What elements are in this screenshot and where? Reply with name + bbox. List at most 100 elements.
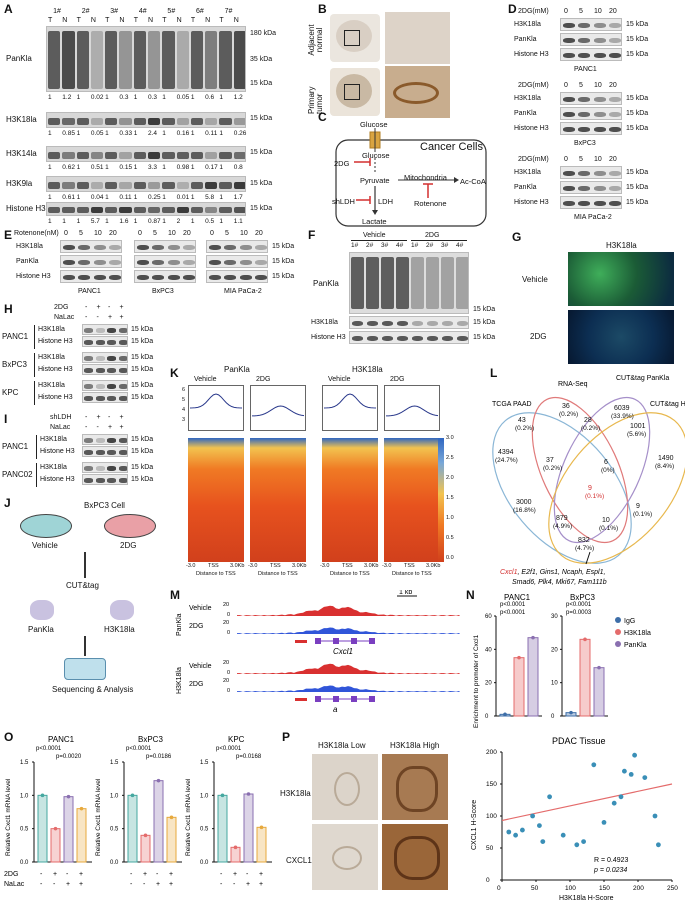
- f-blot-band: [411, 336, 424, 341]
- d-conc: 0: [564, 8, 568, 15]
- n-ytick: 20: [485, 681, 492, 687]
- l-count: 10: [602, 517, 610, 524]
- k-cbar-tick: 0.0: [446, 555, 454, 561]
- a-lane-t: T: [162, 17, 167, 24]
- f-band: [396, 257, 409, 309]
- d-cell-label: MIA PaCa-2: [574, 214, 612, 221]
- o-bar: [127, 794, 138, 863]
- i-row: H3K18la: [40, 436, 67, 443]
- d-conc: 5: [579, 82, 583, 89]
- e-blot-band: [208, 245, 221, 250]
- panel-label-o: O: [4, 730, 14, 744]
- m-exon: [315, 696, 321, 702]
- i-blot-band: [84, 450, 94, 455]
- f-blot: [349, 331, 469, 344]
- o-bar: [37, 794, 48, 863]
- l-pct: (4.7%): [575, 545, 594, 552]
- a-quant: 0.05: [90, 130, 104, 137]
- e-conc: 5: [79, 230, 83, 237]
- l-count: 832: [578, 537, 590, 544]
- a-quant: 1: [48, 194, 52, 201]
- a-band: [133, 181, 146, 189]
- a-band: [105, 31, 118, 89]
- l-set-tcga: [492, 412, 632, 564]
- j-vehicle-dish: [20, 514, 72, 538]
- i-blot-band: [107, 466, 117, 471]
- a-quant: 1: [76, 130, 81, 137]
- d-blot-band: [593, 112, 606, 117]
- o-point: [233, 845, 238, 850]
- m-gene-label: a: [333, 705, 338, 714]
- o-rowlabel: 2DG: [4, 871, 18, 878]
- a-quant: 1: [162, 164, 166, 171]
- b-tumor-overview: [330, 68, 380, 116]
- e-conc: 20: [183, 230, 191, 237]
- m-promoter: [295, 698, 307, 701]
- a-quant: 5.7: [90, 218, 100, 225]
- a-quant: 1: [105, 218, 109, 225]
- a-band: [205, 31, 218, 89]
- e-blot-band: [208, 275, 221, 280]
- e-blot-band: [152, 275, 165, 280]
- h-row: H3K18la: [38, 354, 65, 361]
- j-ab-h3k18la: H3K18la: [104, 625, 135, 634]
- n-ytick: 30: [551, 614, 558, 620]
- a-sample-label: 5#: [167, 8, 176, 15]
- e-blot-band: [167, 260, 180, 265]
- e-cell-label: MIA PaCa-2: [224, 288, 262, 295]
- f-row-panKla: PanKla: [313, 279, 339, 288]
- a-quant: 1: [190, 164, 195, 171]
- i-blot-band: [84, 478, 94, 483]
- d-blot-band: [593, 53, 606, 58]
- i-blot: [82, 474, 128, 485]
- e-blot-band: [62, 260, 75, 265]
- d-mw: 15 kDa: [626, 199, 649, 206]
- panel-label-f: F: [308, 228, 316, 242]
- k-cbar-tick: 1.5: [446, 495, 454, 501]
- d-conc: 5: [579, 8, 583, 15]
- d-mw: 15 kDa: [626, 21, 649, 28]
- l-pct: (0.2%): [559, 411, 578, 418]
- a-band: [176, 151, 189, 159]
- n-ytick: 60: [485, 614, 492, 620]
- l-pct: (33.9%): [611, 413, 634, 420]
- o-bar: [217, 794, 228, 863]
- m-exon: [333, 696, 339, 702]
- o-sign: +: [79, 871, 83, 878]
- f-group-vehicle: Vehicle: [363, 232, 386, 239]
- d-blot-band: [609, 201, 621, 206]
- f-sample: 3#: [441, 242, 449, 249]
- p-xtick: 250: [667, 885, 678, 892]
- e-blot-band: [78, 260, 91, 265]
- p-col-low: H3K18la Low: [318, 741, 366, 750]
- f-row-label: H3K18la: [311, 319, 338, 326]
- d-row-label: PanKla: [514, 36, 537, 43]
- i-bracket: [36, 463, 37, 487]
- e-blot: [206, 255, 268, 268]
- p-point: [622, 768, 627, 774]
- a-quant: 0.85: [62, 130, 75, 137]
- d-row-label: H3K18la: [514, 21, 541, 28]
- a-quant: 1.2: [233, 94, 243, 101]
- e-conc-label: Rotenone(nM): [14, 230, 59, 237]
- i-blot-band: [84, 438, 94, 443]
- e-blot-band: [78, 245, 91, 250]
- h-treat: 2DG: [54, 304, 69, 311]
- a-band: [90, 151, 104, 159]
- i-mw: 15 kDa: [131, 436, 154, 443]
- h-blot-band: [95, 368, 105, 373]
- d-mw: 15 kDa: [626, 36, 649, 43]
- p-stat-p: p = 0.0234: [593, 867, 627, 874]
- o-bar: [63, 796, 74, 863]
- h-blot: [82, 392, 128, 403]
- d-blot-band: [562, 97, 575, 102]
- o-chart-title: PANC1: [48, 735, 75, 744]
- m-ytick: 0: [227, 670, 230, 676]
- l-count: 879: [556, 515, 568, 522]
- a-band: [62, 117, 75, 125]
- a-band: [105, 117, 118, 125]
- i-row: H3K18la: [40, 464, 67, 471]
- a-quant: 0.61: [62, 194, 75, 201]
